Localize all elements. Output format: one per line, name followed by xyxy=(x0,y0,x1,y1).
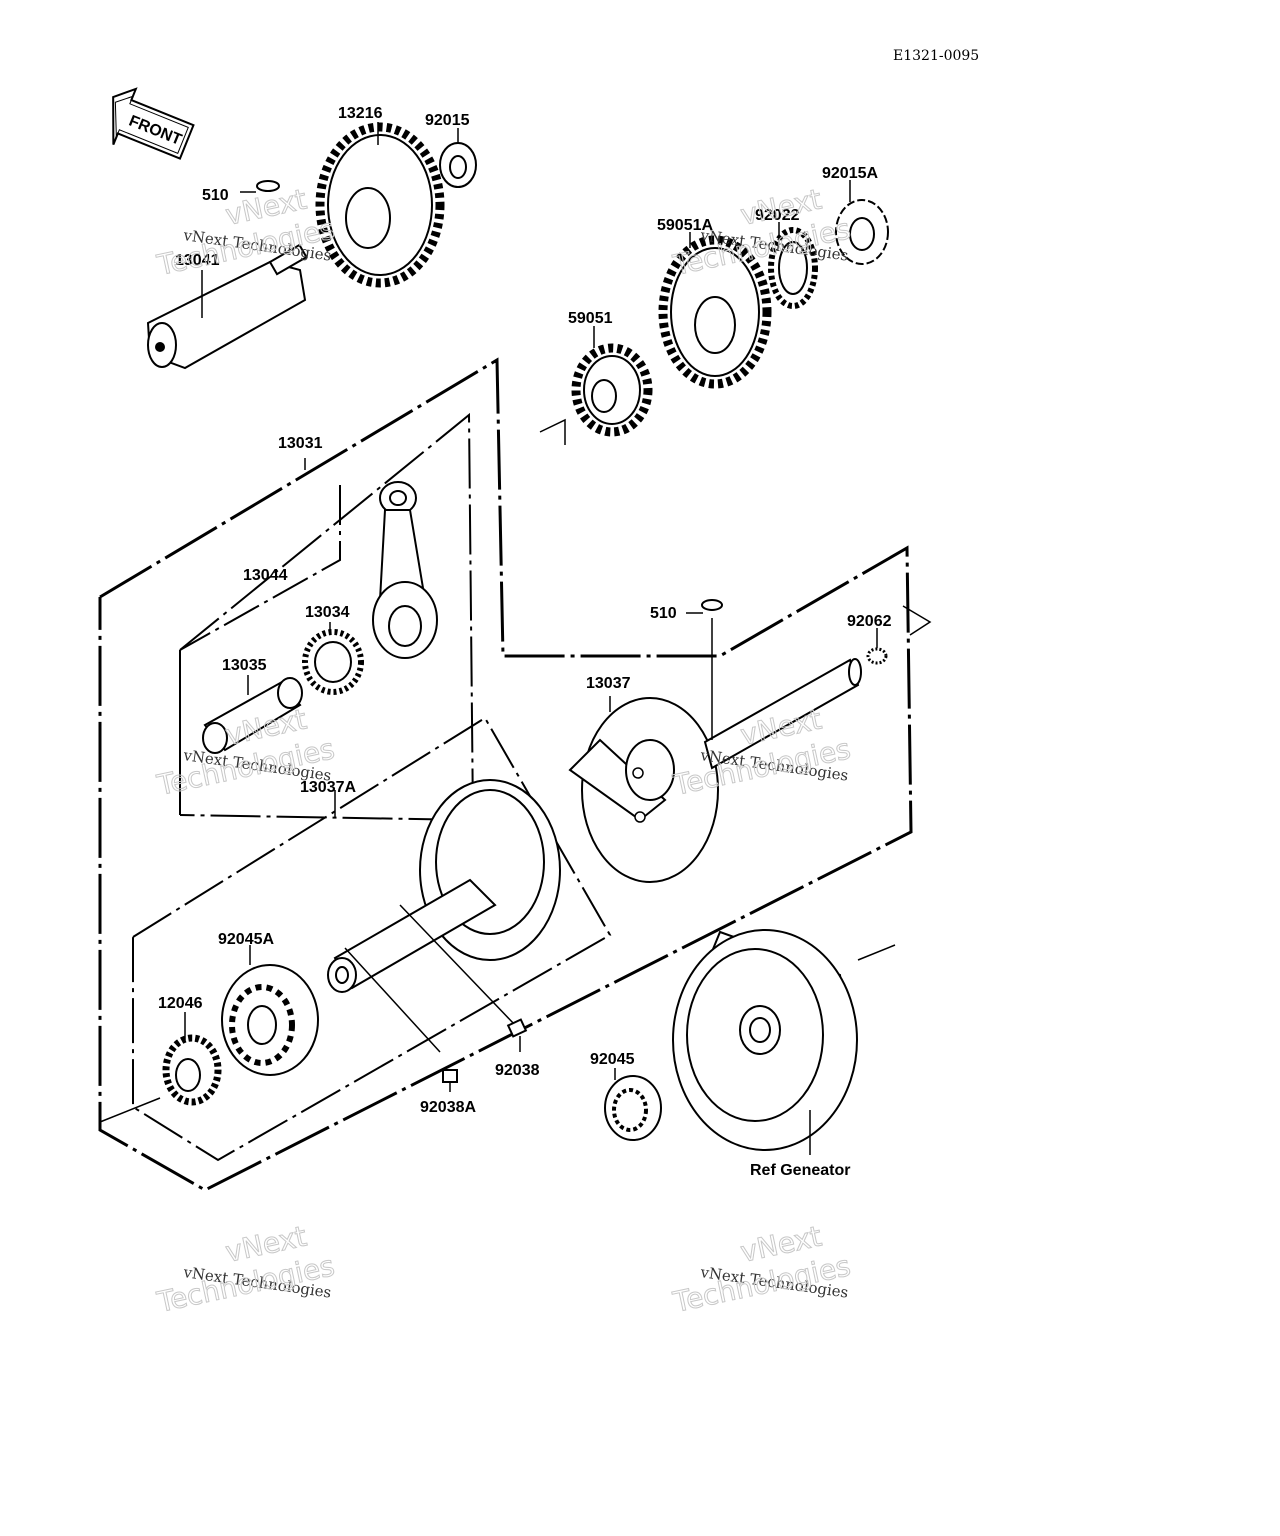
ball-bearing-92045A xyxy=(221,945,319,1076)
label-13034: 13034 xyxy=(305,604,350,621)
woodruff-key-510-top xyxy=(240,180,280,193)
nut-92015A xyxy=(835,180,889,265)
watermark-bottom-right: vNext vNext Technologies Technologies xyxy=(669,1219,854,1319)
label-12046: 12046 xyxy=(158,995,203,1012)
label-92045: 92045 xyxy=(590,1051,635,1068)
label-13037: 13037 xyxy=(586,675,631,692)
crankshaft-half-13037 xyxy=(568,618,862,883)
front-arrow-icon: FRONT xyxy=(112,87,195,160)
label-92045A: 92045A xyxy=(218,931,274,948)
watermark-top-left: vNext vNext Technologies Technologies xyxy=(153,182,338,282)
label-13035: 13035 xyxy=(222,657,267,674)
connecting-rod-13031 xyxy=(304,458,438,659)
label-59051A: 59051A xyxy=(657,217,713,234)
label-510-lower: 510 xyxy=(650,605,677,622)
crankshaft-half-13037A xyxy=(327,779,561,1053)
label-13041: 13041 xyxy=(175,252,220,269)
lock-washer-92022 xyxy=(768,222,818,309)
label-92038: 92038 xyxy=(495,1062,540,1079)
label-92015: 92015 xyxy=(425,112,470,129)
needle-bearing-13034 xyxy=(302,622,364,695)
key-92038A xyxy=(442,1069,458,1092)
part-labels: 13216 92015 510 13041 92015A 92022 59051… xyxy=(158,105,892,1179)
diagram-code: E1321-0095 xyxy=(893,48,979,64)
label-510-top: 510 xyxy=(202,187,229,204)
gear-59051A xyxy=(658,232,772,389)
plug-92062 xyxy=(866,628,888,665)
balancer-shaft-13041 xyxy=(146,243,308,370)
generator-rotor xyxy=(672,929,858,1155)
label-13044: 13044 xyxy=(243,567,288,584)
watermark-bottom-left: vNext vNext Technologies Technologies xyxy=(153,1219,338,1319)
gear-59051 xyxy=(571,326,653,437)
woodruff-key-510-lower xyxy=(686,599,723,614)
label-92038A: 92038A xyxy=(420,1099,476,1116)
label-13037A: 13037A xyxy=(300,779,356,796)
key-92038 xyxy=(506,1018,528,1052)
assembly-outline xyxy=(98,357,932,1192)
label-13031: 13031 xyxy=(278,435,323,452)
label-92022: 92022 xyxy=(755,207,800,224)
ball-bearing-92045 xyxy=(604,1068,662,1141)
label-92062: 92062 xyxy=(847,613,892,630)
nut-92015 xyxy=(439,128,477,188)
label-59051: 59051 xyxy=(568,310,613,327)
label-ref-generator: Ref Geneator xyxy=(750,1162,850,1179)
sprocket-12046 xyxy=(162,1012,222,1106)
label-92015A: 92015A xyxy=(822,165,878,182)
crank-pin-13035 xyxy=(202,675,303,754)
label-13216: 13216 xyxy=(338,105,383,122)
gear-13216 xyxy=(315,122,445,288)
